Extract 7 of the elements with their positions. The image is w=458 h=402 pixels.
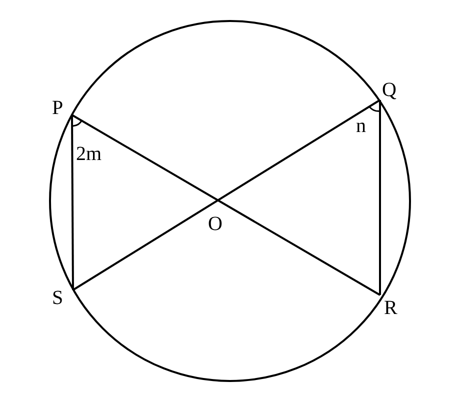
point-label: O <box>208 214 222 234</box>
point-label: n <box>356 116 366 136</box>
point-label: S <box>52 288 64 308</box>
point-label: Q <box>382 80 396 100</box>
point-label: P <box>52 98 64 118</box>
point-label: R <box>384 298 398 318</box>
point-label: 2m <box>76 144 102 164</box>
